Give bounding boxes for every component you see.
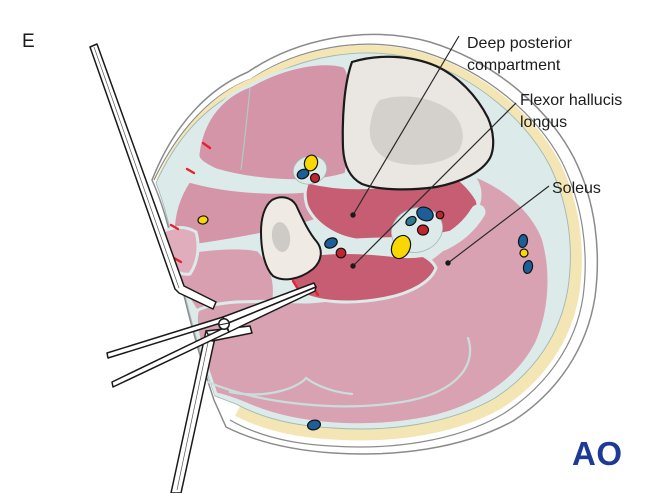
instruments	[89, 43, 317, 493]
artery	[435, 210, 445, 220]
leader-lines	[350, 35, 550, 269]
retractor-shaft-line	[93, 46, 180, 289]
scissors-pivot-slot	[218, 322, 230, 326]
vein	[405, 215, 417, 227]
fibula-bone	[259, 196, 322, 281]
anterior-compartment-septum	[240, 87, 251, 171]
leader-dot	[350, 263, 356, 269]
nerve	[303, 154, 319, 172]
ao-logo: AO	[572, 435, 623, 472]
vein	[517, 233, 529, 249]
leader-flexor-hallucis	[352, 102, 517, 267]
vein	[324, 237, 338, 249]
label-flexor-hallucis-longus: Flexor hallucis longus	[520, 92, 627, 131]
superficial-nerve	[197, 215, 209, 225]
leader-deep-posterior	[352, 35, 460, 216]
vessels-and-nerves	[197, 154, 534, 431]
label-soleus: Soleus	[552, 180, 601, 197]
leg-cross-section	[151, 33, 599, 455]
retractor-shaft-line	[176, 332, 211, 491]
artery	[416, 224, 430, 236]
label-deep-posterior-compartment: Deep posterior compartment	[467, 35, 576, 74]
artery	[309, 172, 321, 184]
scissors	[106, 282, 317, 388]
saphenous-vein	[306, 419, 322, 431]
leader-soleus	[447, 185, 550, 264]
leader-dot	[350, 212, 356, 218]
cut-mark	[201, 141, 212, 150]
leader-dot	[445, 260, 451, 266]
soleus-fascia-fold	[228, 376, 354, 396]
scissors-blade	[225, 286, 317, 333]
vein	[522, 259, 534, 275]
vein	[296, 168, 310, 180]
bones	[259, 55, 495, 281]
tibial-nerve	[390, 234, 412, 260]
skin-inner-line	[153, 43, 586, 448]
vein	[416, 206, 434, 222]
fibula-marrow	[271, 222, 291, 252]
retractor-top	[89, 43, 217, 310]
nerve	[519, 248, 529, 258]
artery	[335, 247, 347, 259]
cut-mark	[185, 167, 196, 175]
soleus-gastrocnemius-fascia	[206, 336, 472, 408]
anterior-compartment-muscle	[196, 62, 352, 183]
cut-mark	[291, 279, 300, 291]
panel-letter: E	[22, 31, 35, 52]
cut-mark	[169, 223, 180, 231]
cut-mark	[172, 256, 183, 264]
